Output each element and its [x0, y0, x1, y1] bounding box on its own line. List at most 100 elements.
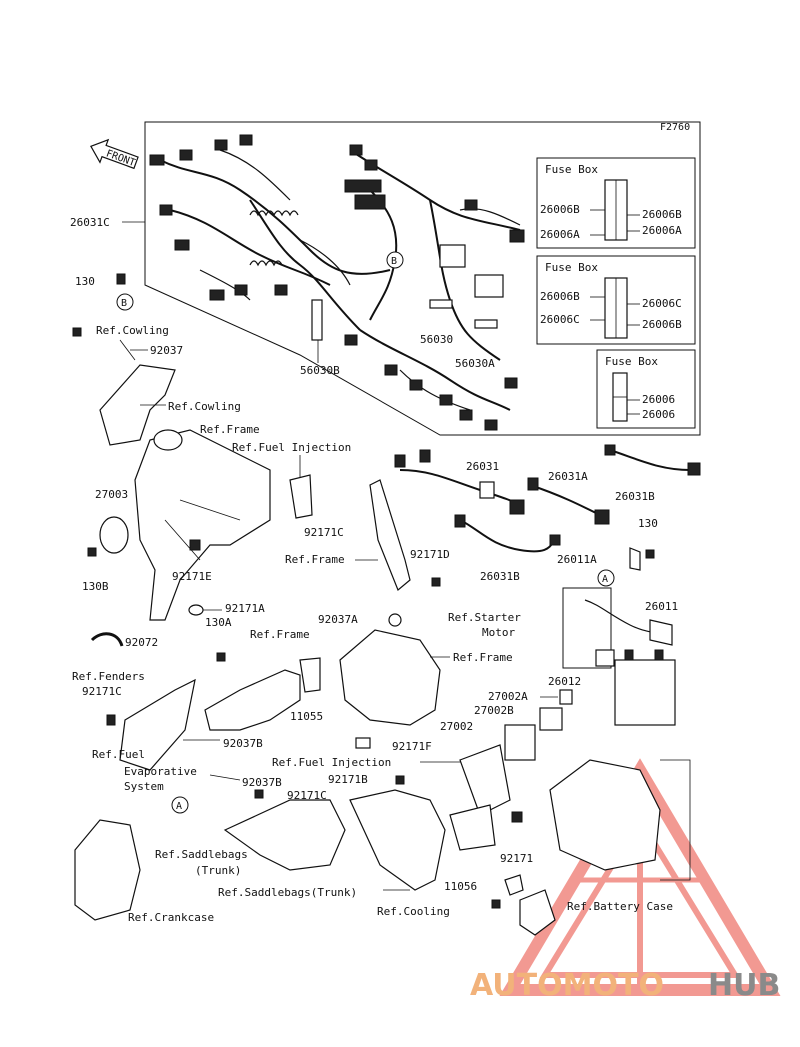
- part-27003: 27003: [95, 488, 128, 501]
- fuse-box-1-right-1: 26006A: [642, 224, 682, 237]
- part-56030A: 56030A: [455, 357, 495, 370]
- ref-fuel-injection-1: Ref.Fuel Injection: [232, 441, 351, 454]
- sub-harness-26031A: [527, 477, 610, 525]
- sub-harness-26031B-left: [454, 514, 561, 553]
- part-92171A: 92171A: [225, 602, 265, 615]
- fuse-box-3: Fuse Box 26006 26006: [596, 349, 696, 429]
- frame: [134, 429, 271, 621]
- ref-crankcase: Ref.Crankcase: [128, 911, 214, 924]
- part-92171: 92171: [500, 852, 533, 865]
- fuse-box-2-left-1: 26006C: [540, 313, 580, 326]
- center-cover: [339, 629, 441, 726]
- ref-cooling: Ref.Cooling: [377, 905, 450, 918]
- part-26011: 26011: [645, 600, 678, 613]
- fuse-box-1-title: Fuse Box: [545, 163, 598, 176]
- cowling-bracket: [72, 327, 176, 446]
- circle-a-left: A: [176, 801, 182, 812]
- fuse-box-2-right-0: 26006C: [642, 297, 682, 310]
- fuse-box-2-left-0: 26006B: [540, 290, 580, 303]
- part-27002B: 27002B: [474, 704, 514, 717]
- main-harness: [149, 134, 525, 431]
- part-27002A: 27002A: [488, 690, 528, 703]
- part-92171D: 92171D: [410, 548, 450, 561]
- clamp-92072: [90, 632, 124, 647]
- part-92037A: 92037A: [318, 613, 358, 626]
- part-11056: 11056: [444, 880, 477, 893]
- side-cover: [349, 789, 446, 891]
- crankcase: [74, 819, 141, 921]
- ref-frame-4: Ref.Frame: [453, 651, 513, 664]
- relay-27002B: [539, 707, 563, 731]
- fuse-box-2-right-1: 26006B: [642, 318, 682, 331]
- relay-27002A: [559, 689, 573, 705]
- part-92171C-a: 92171C: [304, 526, 344, 539]
- rear-fender: [119, 678, 196, 771]
- ref-saddlebags-1b: (Trunk): [195, 864, 241, 877]
- ref-cowling-1: Ref.Cowling: [96, 324, 169, 337]
- front-arrow: FRONT: [90, 138, 139, 170]
- saddlebag-bracket: [223, 799, 346, 871]
- ref-fuel-evap-3: System: [124, 780, 164, 793]
- ref-starter-motor-2: Motor: [482, 626, 515, 639]
- fuse-box-3-title: Fuse Box: [605, 355, 658, 368]
- harness-outline: [144, 121, 701, 436]
- fuse-box-2-title: Fuse Box: [545, 261, 598, 274]
- part-92037B-b: 92037B: [242, 776, 282, 789]
- part-56030: 56030: [420, 333, 453, 346]
- part-92037B-a: 92037B: [223, 737, 263, 750]
- ref-frame-1: Ref.Frame: [200, 423, 260, 436]
- fuse-box-2: Fuse Box 26006B 26006C 26006C 26006B: [536, 255, 696, 345]
- fuse-box-3-right-0: 26006: [642, 393, 675, 406]
- relay-bracket: [204, 669, 301, 731]
- battery-case: [549, 759, 661, 871]
- ref-fenders: Ref.Fenders: [72, 670, 145, 683]
- fuse-box-1-left-0: 26006B: [540, 203, 580, 216]
- part-92171B: 92171B: [328, 773, 368, 786]
- sub-harness-26031: [394, 449, 525, 515]
- part-92072: 92072: [125, 636, 158, 649]
- bracket-mid: [369, 479, 411, 591]
- circle-a-right: A: [602, 574, 608, 585]
- part-130A: 130A: [205, 616, 232, 629]
- ref-fuel-evap-2: Evaporative: [124, 765, 197, 778]
- part-26031: 26031: [466, 460, 499, 473]
- ref-saddlebags-2: Ref.Saddlebags(Trunk): [218, 886, 357, 899]
- figure-code: F2760: [660, 122, 690, 133]
- part-130-right: 130: [638, 517, 658, 530]
- watermark-text-2: HUB: [708, 968, 780, 1003]
- watermark-text-1: AUTOMOTO: [470, 968, 664, 1003]
- part-11055: 11055: [290, 710, 323, 723]
- ecu: [459, 744, 511, 816]
- ref-fuel-injection-2: Ref.Fuel Injection: [272, 756, 391, 769]
- ref-starter-motor-1: Ref.Starter: [448, 611, 521, 624]
- part-26031B-left: 26031B: [480, 570, 520, 583]
- ref-battery-case: Ref.Battery Case: [567, 900, 673, 913]
- part-26031C: 26031C: [70, 216, 110, 229]
- part-130-top: 130: [75, 275, 95, 288]
- fuse-box-1-left-1: 26006A: [540, 228, 580, 241]
- fuse-box-3-right-1: 26006: [642, 408, 675, 421]
- part-26011A: 26011A: [557, 553, 597, 566]
- ref-fuel-evap-1: Ref.Fuel: [92, 748, 145, 761]
- part-92171F: 92171F: [392, 740, 432, 753]
- part-92171C-c: 92171C: [287, 789, 327, 802]
- part-92171E: 92171E: [172, 570, 212, 583]
- part-26031A: 26031A: [548, 470, 588, 483]
- ref-frame-3: Ref.Frame: [250, 628, 310, 641]
- ref-saddlebags-1a: Ref.Saddlebags: [155, 848, 248, 861]
- fuse-box-1: Fuse Box 26006B 26006A 26006B 26006A: [536, 157, 696, 249]
- battery: [614, 649, 676, 726]
- part-92037: 92037: [150, 344, 183, 357]
- part-130B: 130B: [82, 580, 109, 593]
- sub-harness-26031B-right: [604, 444, 701, 476]
- part-56030B: 56030B: [300, 364, 340, 377]
- part-92171C-b: 92171C: [82, 685, 122, 698]
- circle-b-left: B: [121, 298, 127, 309]
- part-26012: 26012: [548, 675, 581, 688]
- circle-b-right: B: [391, 256, 397, 267]
- part-27002: 27002: [440, 720, 473, 733]
- fuse-box-1-right-0: 26006B: [642, 208, 682, 221]
- relay-27002: [504, 724, 536, 761]
- part-26031B-right: 26031B: [615, 490, 655, 503]
